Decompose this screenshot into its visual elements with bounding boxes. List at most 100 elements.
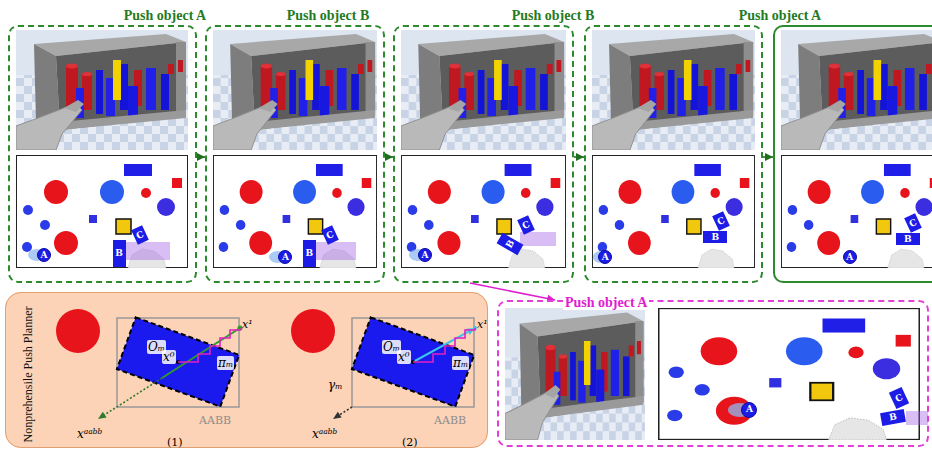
object-circle: A	[598, 250, 612, 264]
step-arrow	[763, 156, 773, 158]
object-circle: A	[37, 248, 51, 262]
object-label: B	[305, 249, 313, 258]
object-label: A	[421, 251, 428, 260]
object-circle: A	[741, 402, 757, 418]
math-label: AABB	[434, 414, 466, 427]
edge-label-anchor: Push object A	[124, 5, 206, 24]
object-label: C	[907, 217, 917, 228]
label-anchor: (2)	[402, 431, 418, 450]
planner-illustration-part	[103, 378, 162, 416]
step-action-label: Push object B	[287, 8, 369, 23]
simulation-render-part	[16, 30, 188, 150]
object-label: B	[505, 238, 517, 249]
object-box: B	[303, 240, 316, 267]
object-circle: A	[418, 248, 432, 262]
object-label: B	[711, 233, 719, 242]
label-anchor: xᵃᵃᵇᵇ	[77, 423, 102, 442]
label-anchor: πₘ	[217, 352, 234, 371]
top-down-map-part	[17, 156, 188, 269]
step-action-label: Push object B	[512, 8, 594, 23]
object-label: A	[602, 253, 609, 262]
object-box: B	[113, 240, 126, 267]
math-label: (1)	[167, 436, 183, 449]
top-down-map-part	[781, 156, 932, 269]
label-anchor: xᵃᵃᵇᵇ	[312, 423, 337, 442]
object-circle: A	[843, 250, 857, 264]
object-label: B	[904, 235, 912, 244]
object-circle: A	[278, 250, 292, 264]
step-arrow	[385, 156, 393, 158]
object-box: C	[321, 225, 339, 245]
label-anchor: πₘ	[452, 352, 469, 371]
planner-illustration-part	[56, 309, 100, 353]
label-anchor: x¹	[477, 313, 488, 332]
label-anchor: AABB	[434, 409, 466, 428]
edge-label-anchor: Push object B	[512, 5, 594, 24]
object-label: B	[888, 413, 897, 423]
object-box: C	[131, 225, 149, 245]
planner-illustration-part	[352, 317, 474, 406]
object-label: A	[746, 405, 753, 414]
step-action-label: Push object A	[124, 8, 206, 23]
object-label: C	[521, 219, 531, 230]
top-down-map-part	[213, 156, 376, 269]
label-anchor: (1)	[167, 431, 183, 450]
push-highlight-part	[316, 242, 356, 260]
math-label: x¹	[242, 318, 253, 331]
object-box: B	[703, 231, 727, 243]
edge-label-anchor: Push object B	[287, 5, 369, 24]
step-panel: A BC	[584, 25, 763, 283]
step-panel: A BC	[773, 25, 932, 283]
simulation-render-part	[505, 308, 645, 440]
planner-illustration-part	[162, 328, 240, 378]
math-label: γₘ	[328, 378, 343, 392]
planner-illustration-part	[117, 318, 239, 407]
math-label: x¹	[477, 318, 488, 331]
math-label: xᵃᵃᵇᵇ	[312, 427, 337, 441]
planner-illustration-part	[352, 318, 474, 407]
planner-illustration-part	[98, 412, 107, 419]
object-box: C	[904, 213, 922, 233]
math-label: x⁰	[162, 350, 176, 364]
math-label: (2)	[402, 436, 418, 449]
step-arrow	[470, 283, 555, 300]
label-anchor: γₘ	[328, 374, 343, 393]
step-panel: A BC	[393, 25, 574, 283]
edge-label-anchor: Push object A	[563, 292, 649, 311]
planner-panel: Nonprehensile Push Planner	[5, 292, 488, 448]
object-label: C	[325, 229, 335, 240]
simulation-render-part	[592, 30, 755, 150]
step-action-label: Push object A	[739, 8, 821, 23]
math-label: x⁰	[397, 350, 411, 364]
object-box: B	[497, 233, 524, 255]
object-label: A	[282, 253, 289, 262]
simulation-render-part	[781, 30, 932, 150]
simulation-render	[16, 30, 932, 440]
step-action-label: Push object A	[563, 295, 649, 310]
step-arrow	[197, 156, 205, 158]
label-anchor: AABB	[199, 409, 231, 428]
top-down-map-part	[592, 156, 754, 269]
push-highlight-part	[126, 242, 170, 260]
step-panel: A BC	[497, 300, 929, 447]
planner-illustration-part	[291, 309, 335, 353]
simulation-render-part	[401, 30, 566, 150]
object-box: C	[712, 211, 730, 231]
math-label: AABB	[199, 414, 231, 427]
edge-label-anchor: Push object A	[739, 5, 821, 24]
object-label: A	[846, 253, 853, 262]
step-arrow	[574, 156, 584, 158]
object-label: C	[716, 215, 726, 226]
push-highlight-part	[906, 411, 928, 425]
planner-illustration-part	[5, 292, 488, 448]
object-label: B	[115, 249, 123, 258]
object-box: C	[889, 387, 909, 409]
object-box: B	[896, 233, 920, 245]
math-label: πₘ	[452, 356, 469, 370]
math-label: πₘ	[217, 356, 234, 370]
planner-illustration-part	[117, 317, 239, 406]
step-panel: A B C	[205, 25, 385, 283]
label-anchor: x¹	[242, 313, 253, 332]
planner-illustration-part	[333, 412, 342, 419]
